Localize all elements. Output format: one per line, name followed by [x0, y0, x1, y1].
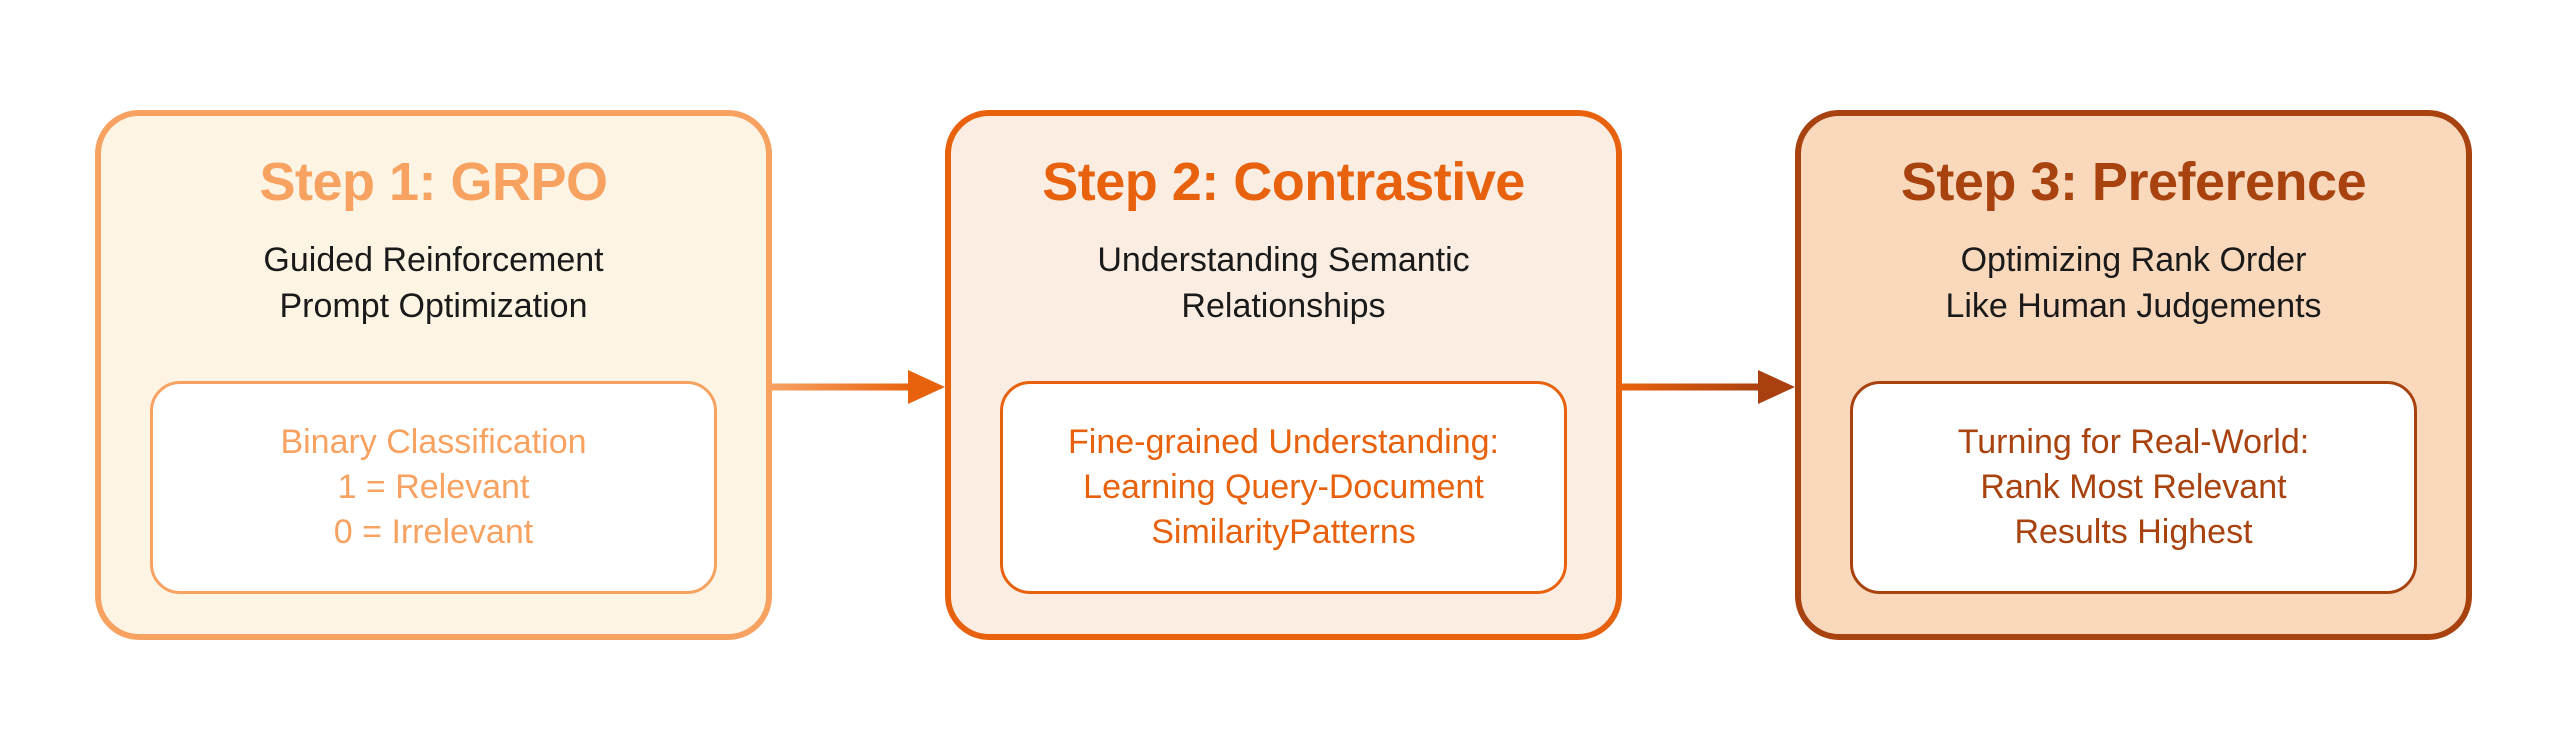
step-2-subtitle-line-1: Understanding Semantic	[1097, 240, 1470, 279]
step-2-title: Step 2: Contrastive	[1042, 152, 1525, 212]
step-1-subtitle-line-1: Guided Reinforcement	[263, 240, 604, 279]
step-1-title: Step 1: GRPO	[259, 152, 608, 212]
step-1-detail-line-2: 1 = Relevant	[337, 468, 530, 506]
arrow-right-icon	[772, 370, 945, 404]
arrow-step2-to-step3	[1622, 355, 1795, 419]
step-1-detail-card: Binary Classification 1 = Relevant 0 = I…	[150, 381, 717, 594]
step-2-subtitle: Understanding Semantic Relationships	[1097, 237, 1469, 329]
step-1-subtitle: Guided Reinforcement Prompt Optimization	[263, 237, 603, 329]
step-2-detail-line-2: Learning Query-Document	[1083, 468, 1484, 506]
arrow-step1-to-step2	[772, 355, 945, 419]
step-3-title: Step 3: Preference	[1900, 152, 2367, 212]
step-1-subtitle-line-2: Prompt Optimization	[279, 286, 588, 325]
step-2-detail-card: Fine-grained Understanding: Learning Que…	[1000, 381, 1567, 594]
step-2-subtitle-line-2: Relationships	[1181, 286, 1386, 325]
step-1-card: Step 1: GRPO Guided Reinforcement Prompt…	[95, 110, 772, 640]
step-3-subtitle-line-1: Optimizing Rank Order	[1960, 240, 2307, 279]
step-1-detail-line-3: 0 = Irrelevant	[333, 513, 534, 551]
step-3-detail-card: Turning for Real-World: Rank Most Releva…	[1850, 381, 2417, 594]
step-3-detail-line-1: Turning for Real-World:	[1957, 423, 2310, 461]
step-3-card: Step 3: Preference Optimizing Rank Order…	[1795, 110, 2472, 640]
step-2-card: Step 2: Contrastive Understanding Semant…	[945, 110, 1622, 640]
step-1-detail-line-1: Binary Classification	[280, 423, 587, 461]
step-2-detail-line-1: Fine-grained Understanding:	[1068, 423, 1499, 461]
step-3-subtitle: Optimizing Rank Order Like Human Judgeme…	[1945, 237, 2321, 329]
step-3-subtitle-line-2: Like Human Judgements	[1945, 286, 2322, 325]
step-3-detail-line-2: Rank Most Relevant	[1980, 468, 2287, 506]
arrow-right-icon	[1622, 370, 1795, 404]
step-3-detail-line-3: Results Highest	[2014, 513, 2253, 551]
step-2-detail-line-3: SimilarityPatterns	[1151, 513, 1416, 551]
